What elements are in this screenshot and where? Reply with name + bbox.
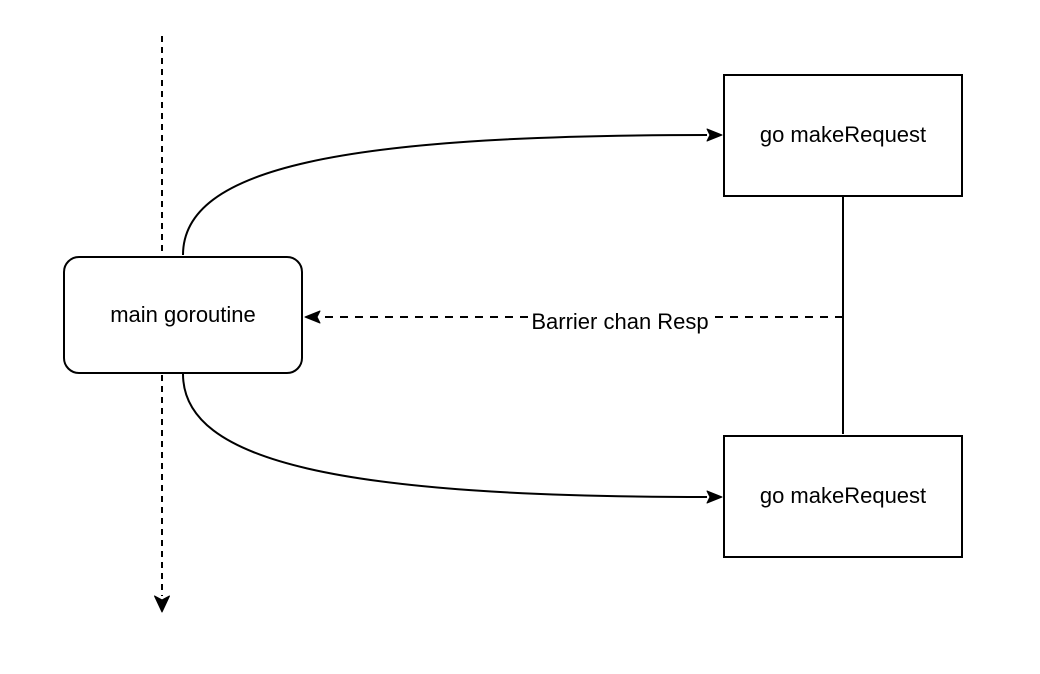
node-main-goroutine: main goroutine — [63, 256, 303, 374]
node-worker-top-label: go makeRequest — [759, 122, 927, 148]
left-arrowhead-icon — [304, 310, 321, 324]
right-arrowhead-bottom-icon — [706, 490, 723, 504]
spawn-bottom-connector — [182, 373, 708, 498]
spawn-top-connector — [182, 134, 708, 256]
down-arrowhead-icon — [154, 595, 170, 613]
node-main-goroutine-label: main goroutine — [110, 301, 256, 327]
barrier-channel-label: Barrier chan Resp — [528, 309, 712, 335]
node-worker-bottom: go makeRequest — [723, 435, 963, 558]
node-worker-top: go makeRequest — [723, 74, 963, 197]
node-worker-bottom-label: go makeRequest — [759, 483, 927, 509]
right-arrowhead-top-icon — [706, 128, 723, 142]
